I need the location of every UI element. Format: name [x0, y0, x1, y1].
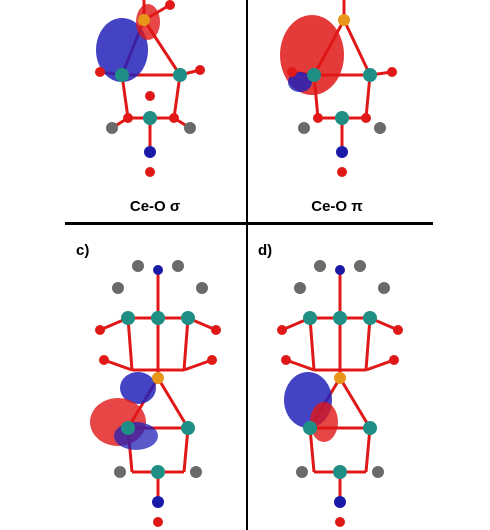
panel-b [252, 0, 427, 185]
atoms [287, 14, 397, 177]
atoms [95, 260, 221, 527]
atoms [277, 260, 403, 527]
panel-d [252, 250, 427, 530]
panel-c [70, 250, 245, 530]
horizontal-divider [65, 222, 433, 225]
orbital-lobe-red [310, 402, 338, 442]
panel-b-caption: Ce-O π [311, 198, 363, 215]
panel-b-molecule [280, 0, 397, 177]
atoms [95, 0, 205, 177]
orbital-lobe-blue [120, 372, 156, 404]
orbital-lobe-blue-small [288, 72, 312, 92]
panel-c-label: c) [76, 242, 90, 259]
orbital-lobe-blue [96, 18, 148, 82]
vertical-divider [246, 0, 248, 530]
panel-a-caption: Ce-O σ [129, 198, 181, 215]
panel-d-label: d) [258, 242, 273, 259]
orbital-lobe-blue-lower [114, 422, 158, 450]
panel-a [70, 0, 245, 185]
panel-a-molecule [95, 0, 205, 177]
panel-c-molecule [90, 260, 221, 527]
panel-d-molecule [277, 260, 403, 527]
